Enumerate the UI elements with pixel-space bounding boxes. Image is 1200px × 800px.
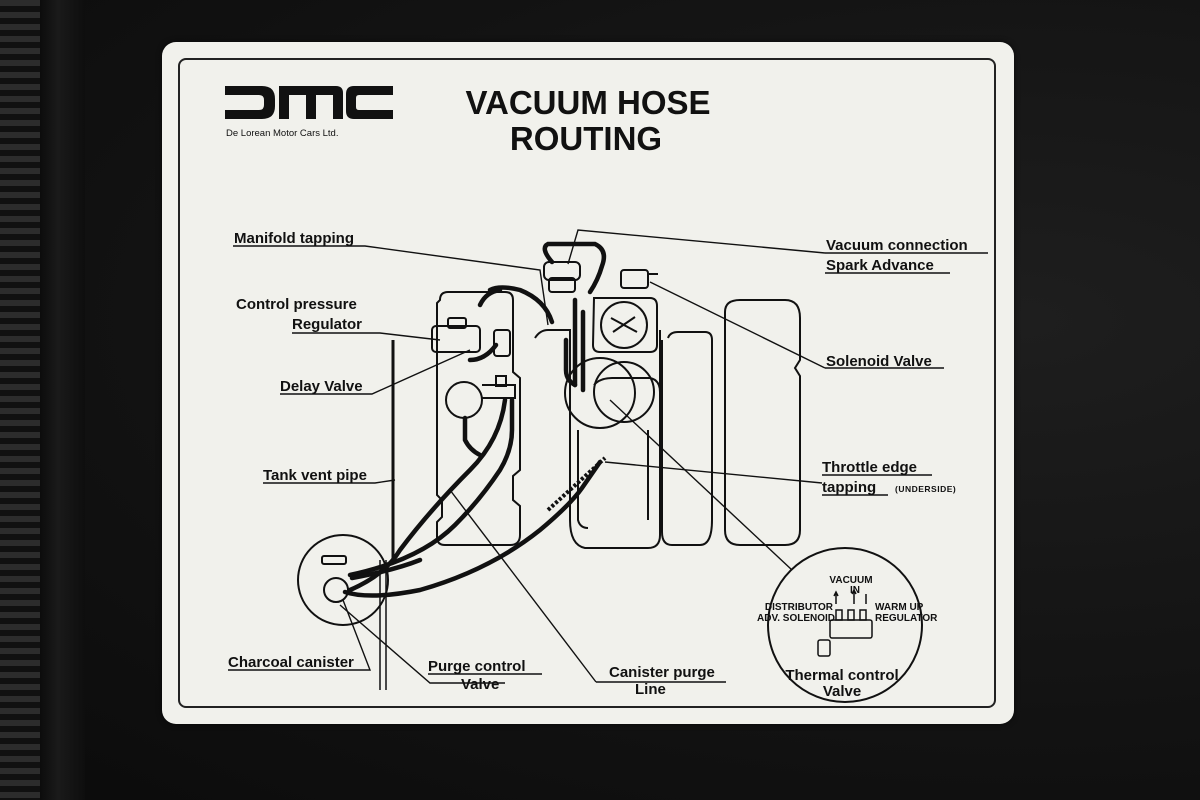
- thermal-control-valve-detail: VACUUM IN DISTRIBUTOR ADV. SOLENOID WARM…: [757, 547, 938, 703]
- label-charcoal-canister: Charcoal canister: [228, 654, 354, 671]
- label-canister-purge-1: Canister purge: [609, 664, 715, 681]
- label-control-pressure-2: Regulator: [292, 316, 362, 333]
- thermal-warmup-label-1: WARM UP: [875, 602, 924, 613]
- label-vacuum-connection-2: Spark Advance: [826, 257, 934, 274]
- grille-edge: [0, 0, 40, 800]
- thermal-distributor-label-2: ADV. SOLENOID: [757, 613, 835, 624]
- dmc-logo: De Lorean Motor Cars Ltd.: [225, 86, 393, 139]
- leader-lines: [228, 229, 988, 684]
- tank-vent-pipe: [379, 340, 395, 690]
- plate-border: [178, 58, 996, 708]
- thermal-distributor-label-1: DISTRIBUTOR: [765, 602, 834, 613]
- label-control-pressure-1: Control pressure: [236, 296, 357, 313]
- thermal-vacuum-label-2: IN: [850, 585, 860, 596]
- label-purge-control-1: Purge control: [428, 658, 526, 675]
- vacuum-hoses: [342, 241, 607, 598]
- label-delay-valve: Delay Valve: [280, 378, 363, 395]
- label-tank-vent-pipe: Tank vent pipe: [263, 467, 367, 484]
- label-solenoid-valve: Solenoid Valve: [826, 353, 932, 370]
- label-canister-purge-2: Line: [635, 681, 666, 698]
- label-throttle-edge-note: (UNDERSIDE): [895, 484, 956, 494]
- thermal-warmup-label-2: REGULATOR: [875, 613, 938, 624]
- title-line-2: ROUTING: [510, 120, 662, 157]
- charcoal-canister: [297, 534, 389, 626]
- panel-edge: [40, 0, 85, 800]
- label-throttle-edge-2: tapping: [822, 479, 876, 496]
- label-purge-control-2: Valve: [461, 676, 499, 693]
- logo-company-text: De Lorean Motor Cars Ltd.: [226, 128, 338, 139]
- label-thermal-control-2: Valve: [823, 683, 861, 700]
- label-manifold-tapping: Manifold tapping: [234, 230, 354, 247]
- label-throttle-edge-1: Throttle edge: [822, 459, 917, 476]
- info-plate: [162, 42, 1014, 724]
- label-thermal-control-1: Thermal control: [785, 667, 898, 684]
- label-vacuum-connection-1: Vacuum connection: [826, 237, 968, 254]
- title-line-1: VACUUM HOSE: [465, 84, 710, 121]
- thermal-vacuum-label-1: VACUUM: [829, 575, 872, 586]
- engine-outline: [431, 261, 801, 549]
